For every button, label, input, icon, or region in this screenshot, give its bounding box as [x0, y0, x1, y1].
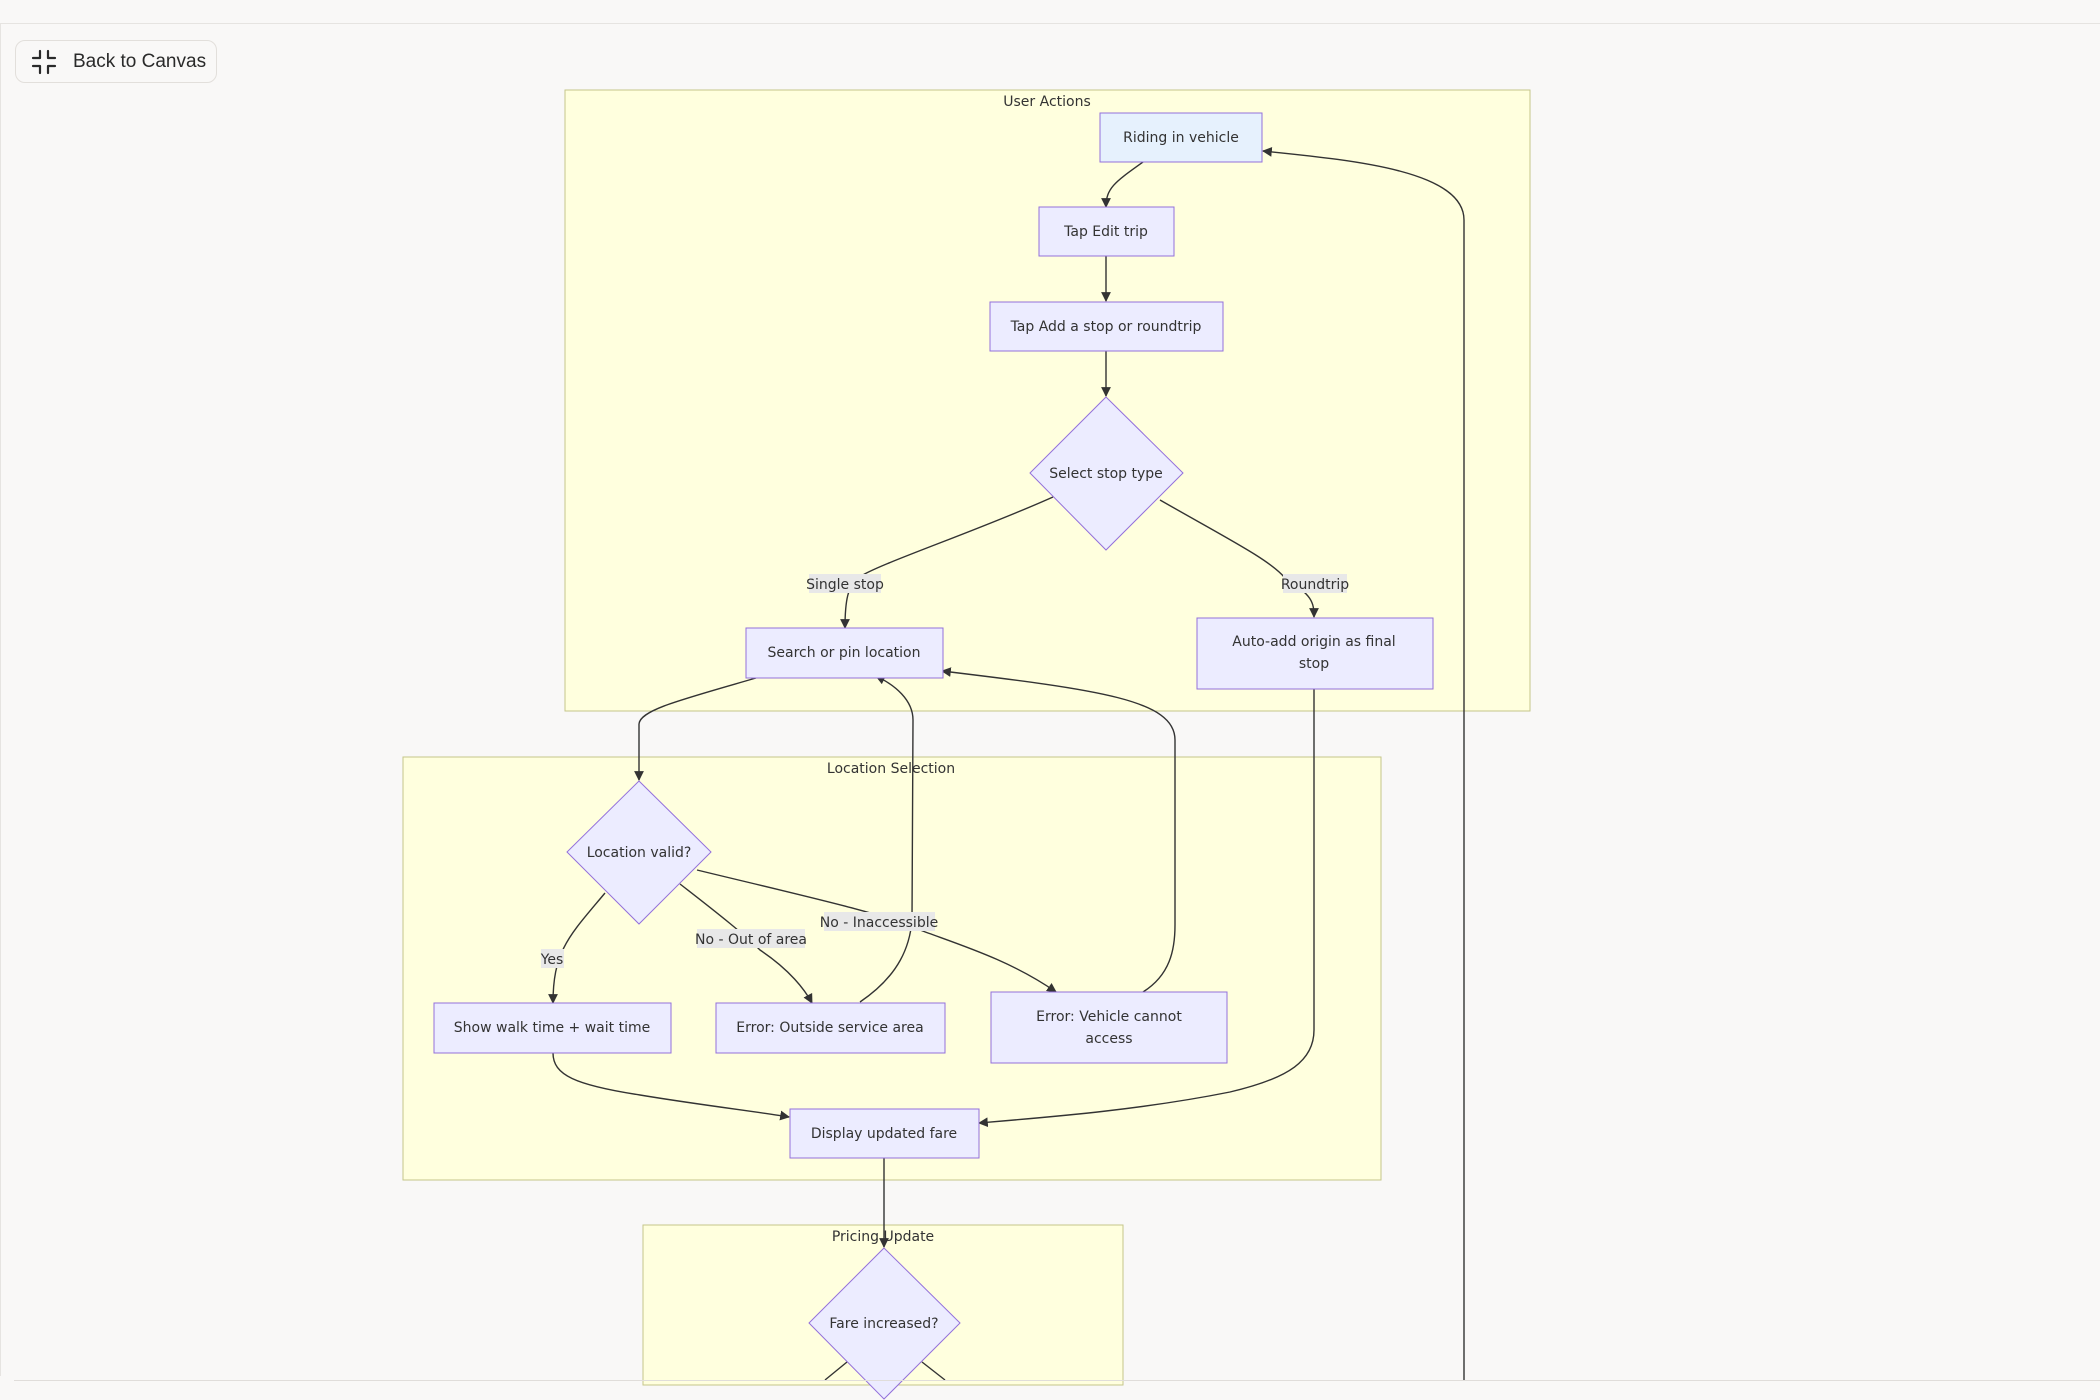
svg-text:Yes: Yes: [540, 952, 564, 968]
svg-text:Auto-add origin as final: Auto-add origin as final: [1232, 634, 1395, 650]
svg-text:Error: Outside service area: Error: Outside service area: [736, 1020, 923, 1036]
edge-auto-to-fare: [978, 689, 1315, 1128]
edge-valid-out-of-area: [679, 883, 813, 1004]
svg-text:Error: Vehicle cannot: Error: Vehicle cannot: [1036, 1009, 1182, 1025]
svg-text:Show walk time + wait time: Show walk time + wait time: [454, 1020, 650, 1036]
node-tap-edit-trip[interactable]: Tap Edit trip: [1038, 206, 1175, 257]
edge-label-no-inaccessible: No - Inaccessible: [820, 912, 938, 931]
node-auto-add-origin[interactable]: Auto-add origin as final stop: [1196, 617, 1434, 690]
back-to-canvas-label: Back to Canvas: [73, 50, 207, 72]
node-riding-in-vehicle[interactable]: Riding in vehicle: [1099, 112, 1263, 163]
edge-vehicle-to-search: [941, 667, 1176, 993]
svg-text:Location valid?: Location valid?: [587, 845, 692, 861]
svg-text:Fare increased?: Fare increased?: [829, 1316, 938, 1332]
node-error-outside-area[interactable]: Error: Outside service area: [715, 1002, 946, 1054]
svg-text:access: access: [1085, 1031, 1132, 1047]
top-divider: [0, 23, 2100, 24]
edge-label-roundtrip: Roundtrip: [1281, 574, 1349, 593]
svg-text:Display updated fare: Display updated fare: [811, 1126, 957, 1142]
svg-text:stop: stop: [1299, 656, 1329, 672]
edge-select-to-search: [840, 496, 1054, 629]
node-error-vehicle-access[interactable]: Error: Vehicle cannot access: [990, 991, 1228, 1064]
subgraph-title: Location Selection: [827, 761, 955, 777]
edge-increased-right: [921, 1361, 946, 1381]
left-divider: [0, 24, 1, 1376]
edge-increased-left: [824, 1361, 848, 1381]
svg-text:Select stop type: Select stop type: [1049, 466, 1163, 482]
svg-text:Single stop: Single stop: [806, 577, 884, 593]
svg-text:Search or pin location: Search or pin location: [768, 645, 921, 661]
subgraph-title: User Actions: [1003, 94, 1091, 110]
edge-label-yes: Yes: [540, 949, 564, 968]
edge-valid-yes: [548, 892, 606, 1004]
node-location-valid[interactable]: Location valid?: [566, 780, 712, 925]
collapse-icon: [31, 49, 57, 74]
node-fare-increased[interactable]: Fare increased?: [808, 1247, 961, 1400]
edge-search-to-valid: [634, 677, 757, 781]
svg-text:Tap Add a stop or roundtrip: Tap Add a stop or roundtrip: [1010, 319, 1202, 335]
svg-text:No - Inaccessible: No - Inaccessible: [820, 915, 938, 931]
node-show-walk-time[interactable]: Show walk time + wait time: [433, 1002, 672, 1054]
back-to-canvas-button[interactable]: Back to Canvas: [15, 40, 217, 83]
edge-label-no-out-of-area: No - Out of area: [695, 929, 807, 948]
svg-text:Riding in vehicle: Riding in vehicle: [1123, 130, 1239, 146]
node-display-updated-fare[interactable]: Display updated fare: [789, 1108, 980, 1159]
svg-text:Tap Edit trip: Tap Edit trip: [1063, 224, 1148, 240]
edge-select-to-auto: [1159, 499, 1319, 618]
subgraph-user-actions: User Actions: [564, 89, 1531, 712]
edge-walk-to-fare: [552, 1052, 790, 1121]
edge-riding-to-edit: [1101, 161, 1144, 208]
node-select-stop-type[interactable]: Select stop type: [1029, 396, 1184, 551]
node-tap-add-stop[interactable]: Tap Add a stop or roundtrip: [989, 301, 1224, 352]
edge-label-single-stop: Single stop: [806, 574, 884, 593]
node-search-or-pin[interactable]: Search or pin location: [745, 627, 944, 679]
svg-text:No - Out of area: No - Out of area: [695, 932, 807, 948]
svg-text:Roundtrip: Roundtrip: [1281, 577, 1349, 593]
bottom-divider: [14, 1380, 2100, 1381]
edges: [548, 147, 1465, 1381]
edge-return-to-riding: [1262, 147, 1465, 1380]
subgraph-title: Pricing Update: [832, 1229, 934, 1245]
